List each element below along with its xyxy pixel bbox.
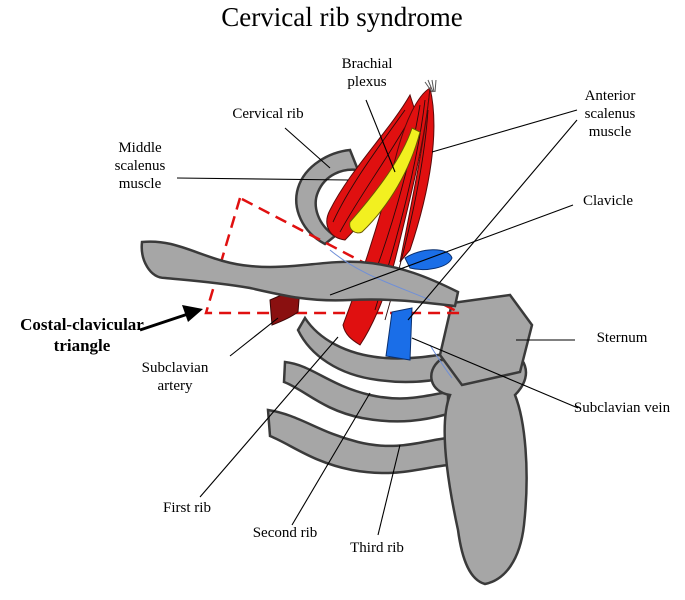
label-second-rib: Second rib bbox=[253, 525, 318, 541]
label-anterior-scalenus-1: Anterior bbox=[585, 88, 636, 104]
label-costal-clavicular-1: Costal-clavicular bbox=[20, 315, 144, 334]
label-subclavian-vein: Subclavian vein bbox=[574, 400, 671, 416]
subclavian-vein bbox=[385, 307, 413, 361]
clavicle bbox=[140, 240, 460, 308]
label-middle-scalenus-1: Middle bbox=[118, 140, 162, 156]
leader-lines bbox=[176, 99, 579, 536]
label-anterior-scalenus-3: muscle bbox=[589, 124, 632, 140]
manubrium bbox=[438, 293, 534, 387]
nerve-roots bbox=[424, 79, 437, 93]
label-sternum: Sternum bbox=[597, 330, 648, 346]
sternum bbox=[430, 358, 528, 586]
label-middle-scalenus-3: muscle bbox=[119, 176, 162, 192]
label-brachial-plexus-1: Brachial bbox=[342, 56, 393, 72]
cervical-rib bbox=[295, 148, 360, 246]
label-middle-scalenus-2: scalenus bbox=[115, 158, 166, 174]
label-third-rib: Third rib bbox=[350, 540, 404, 556]
label-brachial-plexus-2: plexus bbox=[347, 74, 386, 90]
triangle-arrow bbox=[139, 305, 203, 332]
label-subclavian-artery-2: artery bbox=[158, 378, 193, 394]
label-cervical-rib: Cervical rib bbox=[232, 106, 303, 122]
brachial-plexus bbox=[349, 127, 421, 234]
label-costal-clavicular-2: triangle bbox=[54, 336, 111, 355]
label-subclavian-artery-1: Subclavian bbox=[142, 360, 209, 376]
costal-clavicular-triangle bbox=[204, 196, 461, 315]
label-clavicle: Clavicle bbox=[583, 193, 633, 209]
diagram-title: Cervical rib syndrome bbox=[221, 2, 462, 32]
label-first-rib: First rib bbox=[163, 500, 211, 516]
label-anterior-scalenus-2: scalenus bbox=[585, 106, 636, 122]
vessel-thin-line bbox=[329, 249, 453, 379]
